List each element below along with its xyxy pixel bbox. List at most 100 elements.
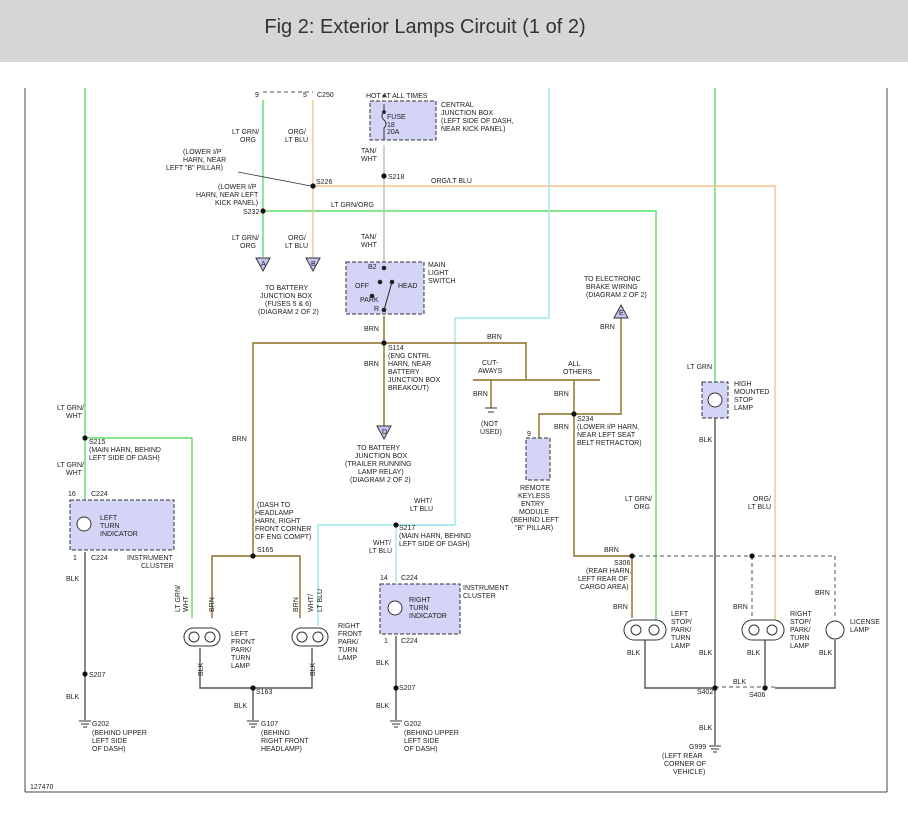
s165-note: (DASH TO: [257, 502, 291, 509]
diagram-label: CORNER OF: [664, 761, 706, 768]
diagram-label: (TRAILER RUNNING: [345, 461, 412, 468]
diagram-label: NEAR LEFT SEAT: [577, 432, 636, 439]
high-mounted-stop-lamp-label: HIGH: [734, 381, 752, 388]
wiring-diagram: 9 5 C250 LT GRN/ ORG ORG/ LT BLU (LOWER …: [0, 62, 908, 811]
diagram-label: SWITCH: [428, 278, 456, 285]
diagram-label: FRONT: [338, 631, 363, 638]
c250-label: C250: [317, 92, 334, 99]
title-bar: Fig 2: Exterior Lamps Circuit (1 of 2): [0, 0, 908, 62]
wire-brn-s234: BRN: [554, 424, 569, 431]
g202-b-note: (BEHIND UPPER: [404, 730, 459, 737]
diagram-label: TURN: [100, 523, 119, 530]
diagram-label: LEFT SIDE OF DASH): [89, 455, 160, 462]
connector-c224-c: C224: [401, 575, 418, 582]
rke-pin: 9: [527, 431, 531, 438]
wire-brn-license: BRN: [815, 590, 830, 597]
diagram-label: LEFT REAR OF: [578, 576, 628, 583]
splice-s406: S406: [749, 692, 765, 699]
wire-blk-left: BLK: [66, 576, 80, 583]
diagram-label: (FUSES 5 & 6): [265, 301, 311, 308]
hot-source-point: [382, 94, 386, 98]
left-rear-lamp-label: LEFT: [671, 611, 689, 618]
diagram-label: VEHICLE): [673, 769, 705, 776]
wire-blk-rf: BLK: [310, 662, 317, 676]
splice-s165: S165: [257, 547, 273, 554]
fuse-symbol: [381, 104, 387, 140]
ground-g202-a: G202: [92, 721, 109, 728]
diagram-label: LT BLU: [285, 243, 308, 250]
lower-ip-kick-panel-note: (LOWER I/P: [218, 184, 257, 191]
wires-black: [84, 418, 836, 745]
connector-c224-a: C224: [91, 491, 108, 498]
diagram-label: LAMP: [231, 663, 250, 670]
wire-blk-rr: BLK: [747, 650, 761, 657]
diagram-labels: 9 5 C250 LT GRN/ ORG ORG/ LT BLU (LOWER …: [30, 92, 880, 791]
diagram-label: OF DASH): [404, 746, 437, 753]
wire-brn-s114: BRN: [364, 361, 379, 368]
diagram-label: TURN: [790, 635, 809, 642]
diagram-label: LAMP: [671, 643, 690, 650]
wire-brn-switch: BRN: [364, 326, 379, 333]
instrument-cluster-right: INSTRUMENT: [463, 585, 510, 592]
wire-ltgrnwht-2: LT GRN/: [57, 462, 84, 469]
diagram-label: TURN: [231, 655, 250, 662]
wire-brn-cutaways: BRN: [473, 391, 488, 398]
s114-note: (ENG CNTRL: [388, 353, 431, 360]
s226-leader: [237, 171, 312, 187]
diagram-label: LT BLU: [410, 506, 433, 513]
pin-1-a: 1: [73, 555, 77, 562]
diagram-frame: [24, 88, 888, 793]
right-turn-indicator-label: RIGHT: [409, 597, 432, 604]
diagram-label: PARK/: [790, 627, 811, 634]
s234-note: (LOWER I/P HARN,: [577, 424, 639, 431]
diagram-label: CLUSTER: [463, 593, 496, 600]
g202-a-note: (BEHIND UPPER: [92, 730, 147, 737]
c250-pin-5: 5: [303, 92, 307, 99]
diagram-label: "B" PILLAR): [515, 525, 553, 532]
g107-note: (BEHIND: [261, 730, 290, 737]
wire-orgltblu-horizontal: ORG/LT BLU: [431, 178, 472, 185]
diagram-label: LEFT "B" PILLAR): [166, 165, 223, 172]
diagram-label: HARN, NEAR: [183, 157, 226, 164]
diagram-label: PARK/: [231, 647, 252, 654]
wires-orange: [312, 100, 776, 626]
diagram-label: JUNCTION BOX: [388, 377, 440, 384]
pin-14: 14: [380, 575, 388, 582]
wire-brn-s306: BRN: [604, 547, 619, 554]
wire-blk-license: BLK: [819, 650, 833, 657]
wires-green: [84, 88, 716, 626]
diagram-label: FRONT: [231, 639, 256, 646]
diagram-label: OF DASH): [92, 746, 125, 753]
diagram-label: ENTRY: [521, 501, 545, 508]
switch-head: HEAD: [398, 283, 417, 290]
splice-s114: S114: [388, 345, 404, 352]
wire-ltgrn-org-top: LT GRN/: [232, 129, 259, 136]
splice-s402: S402: [697, 689, 713, 696]
ground-g202-b: G202: [404, 721, 421, 728]
diagram-label: HARN, RIGHT: [255, 518, 301, 525]
diagram-label: TURN: [338, 647, 357, 654]
fuse-number: 18: [387, 122, 395, 129]
diagram-label: ORG: [634, 504, 650, 511]
connector-triangles: [255, 257, 629, 441]
connector-b: B: [311, 261, 316, 268]
splice-points: [82, 173, 768, 691]
diagram-label: (LEFT SIDE OF DASH,: [441, 118, 514, 125]
wire-orgltblu-bot: ORG/: [288, 235, 306, 242]
diagram-label: OTHERS: [563, 369, 593, 376]
diagram-label: WHT: [361, 156, 378, 163]
c250-pin-9: 9: [255, 92, 259, 99]
splice-s234: S234: [577, 416, 593, 423]
diagram-label: WHT: [361, 242, 378, 249]
diagram-label: PARK/: [338, 639, 359, 646]
diagram-label: LEFT SIDE OF DASH): [399, 541, 470, 548]
splice-s226: S226: [316, 179, 332, 186]
wire-ltgrnorg-rear: LT GRN/: [625, 496, 652, 503]
diagram-label: WHT: [66, 413, 83, 420]
wire-brn-top-right: BRN: [487, 334, 502, 341]
wires-brown: [211, 316, 633, 618]
diagram-label: BRAKE WIRING: [586, 284, 638, 291]
wire-ltgrnorg-horizontal: LT GRN/ORG: [331, 202, 374, 209]
wire-tanwht-top: TAN/: [361, 148, 376, 155]
diagram-label: MOUNTED: [734, 389, 769, 396]
